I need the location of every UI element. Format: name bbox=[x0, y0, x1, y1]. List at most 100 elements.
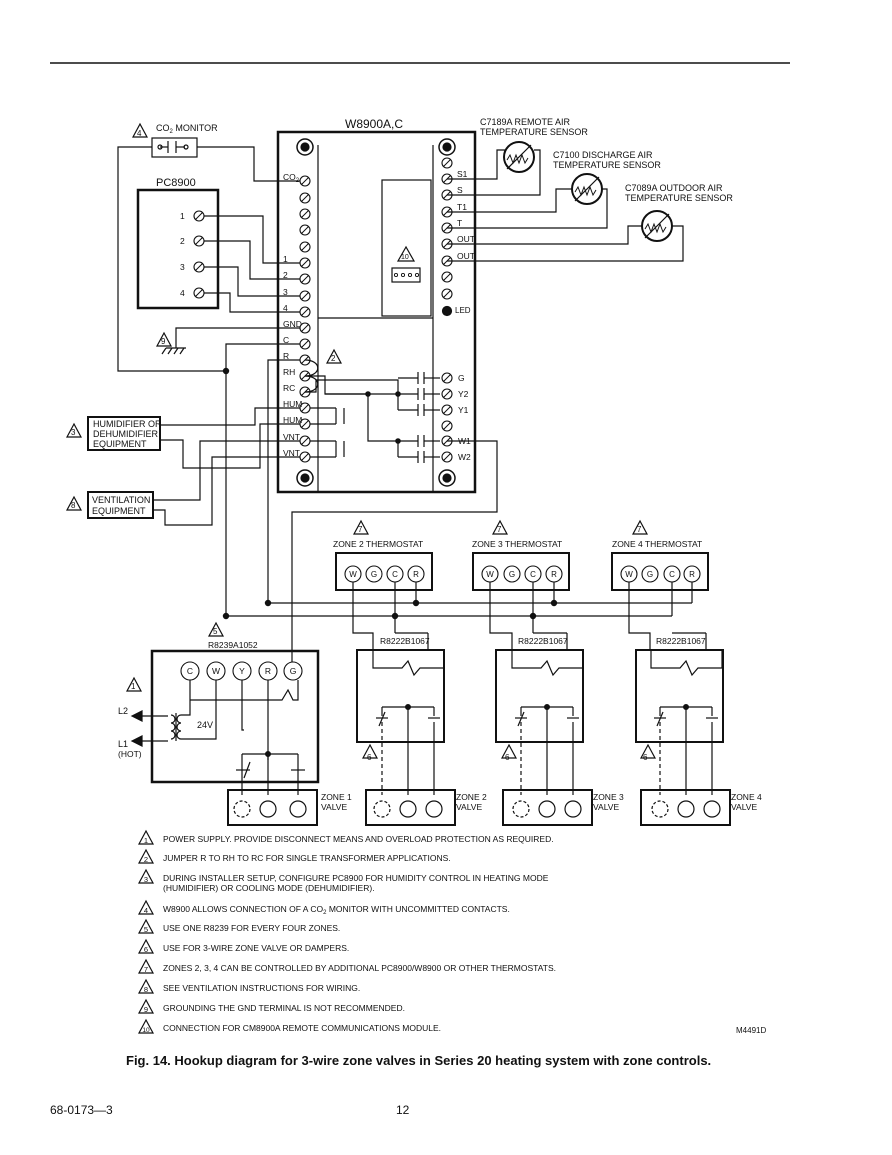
note-text: CONNECTION FOR CM8900A REMOTE COMMUNICAT… bbox=[163, 1023, 441, 1033]
terminal-label: C bbox=[283, 335, 289, 345]
zone-2-line2: VALVE bbox=[456, 802, 482, 812]
note-marker bbox=[137, 978, 155, 994]
left-terminal-screw bbox=[299, 273, 311, 285]
transformer-voltage: 24V bbox=[197, 720, 213, 730]
terminal-label-right: OUT bbox=[457, 251, 475, 261]
relay-1-label: R8222B1067 bbox=[380, 636, 430, 646]
figure-code: M4491D bbox=[736, 1026, 766, 1035]
zone-3-note-num: 7 bbox=[497, 525, 502, 534]
zone-relay bbox=[356, 649, 445, 795]
thermostat-terminal-label: R bbox=[413, 570, 419, 579]
thermostat-terminal-label: C bbox=[669, 570, 675, 579]
pc8900-box bbox=[136, 188, 220, 310]
ventilation-box bbox=[65, 491, 154, 519]
zone-3-line1: ZONE 3 bbox=[593, 792, 624, 802]
note-number: 2 bbox=[144, 855, 148, 864]
note-text: JUMPER R TO RH TO RC FOR SINGLE TRANSFOR… bbox=[163, 853, 451, 863]
note-marker bbox=[137, 1018, 155, 1034]
note-marker bbox=[137, 848, 155, 864]
note-number: 7 bbox=[144, 965, 148, 974]
r8239-terminal bbox=[283, 661, 303, 681]
zone-3-thermostat-label: ZONE 3 THERMOSTAT bbox=[472, 539, 562, 549]
thermostat-terminal bbox=[503, 565, 521, 583]
sensor-3-line2: TEMPERATURE SENSOR bbox=[625, 193, 733, 203]
note-text: GROUNDING THE GND TERMINAL IS NOT RECOMM… bbox=[163, 1003, 405, 1013]
left-terminal-screw bbox=[299, 306, 311, 318]
terminal-label-right: Y2 bbox=[458, 389, 469, 399]
left-terminal-screw bbox=[299, 208, 311, 220]
left-terminal-screw bbox=[299, 290, 311, 302]
pc8900-terminal-label: 4 bbox=[180, 288, 185, 298]
controller-title: W8900A,C bbox=[345, 117, 403, 131]
sensor-1-line1: C7189A REMOTE AIR bbox=[480, 117, 571, 127]
ground-symbol bbox=[155, 327, 300, 355]
note-number: 5 bbox=[144, 925, 148, 934]
note-text: POWER SUPPLY. PROVIDE DISCONNECT MEANS A… bbox=[163, 834, 554, 844]
left-terminal-screw bbox=[299, 257, 311, 269]
terminal-label: RH bbox=[283, 367, 295, 377]
pc8900-terminal-screw bbox=[193, 287, 205, 299]
note-text: SEE VENTILATION INSTRUCTIONS FOR WIRING. bbox=[163, 983, 360, 993]
sensor-2-line2: TEMPERATURE SENSOR bbox=[553, 160, 661, 170]
thermostat-terminal-label: W bbox=[625, 570, 633, 579]
left-terminal-screw bbox=[299, 192, 311, 204]
right-terminal-screw bbox=[441, 271, 453, 283]
valve-note-num-2: 6 bbox=[505, 753, 510, 762]
zone-valve bbox=[502, 789, 593, 826]
thermostat-terminal bbox=[641, 565, 659, 583]
note-text: USE FOR 3-WIRE ZONE VALVE OR DAMPERS. bbox=[163, 943, 349, 953]
terminal-label: 3 bbox=[283, 287, 288, 297]
note-marker bbox=[137, 938, 155, 954]
note-markers bbox=[137, 829, 155, 1034]
r8239-note-num: 5 bbox=[213, 627, 218, 636]
note-number: 1 bbox=[144, 836, 148, 845]
l1-label: L1 bbox=[118, 739, 128, 749]
sensor-1-line2: TEMPERATURE SENSOR bbox=[480, 127, 588, 137]
thermostat-terminal-label: G bbox=[371, 570, 377, 579]
ventilation-line2: EQUIPMENT bbox=[92, 506, 146, 516]
right-terminal-screw bbox=[441, 451, 453, 463]
left-terminal-screw bbox=[299, 175, 311, 187]
note-text-continued: (HUMIDIFIER) OR COOLING MODE (DEHUMIDIFI… bbox=[163, 883, 375, 893]
w8900-controller bbox=[276, 130, 477, 494]
note-number: 10 bbox=[142, 1027, 150, 1034]
right-terminal-screw bbox=[441, 388, 453, 400]
sensor-2-line1: C7100 DISCHARGE AIR bbox=[553, 150, 653, 160]
zone-3-line2: VALVE bbox=[593, 802, 619, 812]
left-terminal-screw bbox=[299, 435, 311, 447]
right-terminal-screw bbox=[441, 157, 453, 169]
humidifier-note-num: 3 bbox=[71, 428, 76, 437]
hot-label: (HOT) bbox=[118, 749, 142, 759]
terminal-label: 4 bbox=[283, 303, 288, 313]
pc8900-terminal-label: 1 bbox=[180, 211, 185, 221]
sensor-3-line1: C7089A OUTDOOR AIR bbox=[625, 183, 723, 193]
humidifier-box bbox=[65, 416, 161, 451]
pc8900-terminal-screw bbox=[193, 261, 205, 273]
note-number: 8 bbox=[144, 985, 148, 994]
note-text: W8900 ALLOWS CONNECTION OF A CO2 MONITOR… bbox=[163, 904, 510, 916]
valve-note-num-3: 6 bbox=[643, 753, 648, 762]
terminal-label-co2: CO2 bbox=[283, 172, 300, 184]
pc8900-title: PC8900 bbox=[156, 177, 196, 189]
thermostat-terminal-label: W bbox=[349, 570, 357, 579]
left-terminal-screw bbox=[299, 451, 311, 463]
thermostat-terminal-label: G bbox=[509, 570, 515, 579]
r8239-label: R8239A1052 bbox=[208, 640, 258, 650]
right-terminal-screw bbox=[441, 372, 453, 384]
r8239-terminal-label: Y bbox=[239, 666, 245, 676]
r8239-terminal-label: G bbox=[290, 666, 297, 676]
doc-number: 68-0173—3 bbox=[50, 1103, 113, 1117]
terminal-label: VNT bbox=[283, 448, 300, 458]
relays bbox=[356, 649, 724, 795]
terminal-label-right: G bbox=[458, 373, 465, 383]
note-text: ZONES 2, 3, 4 CAN BE CONTROLLED BY ADDIT… bbox=[163, 963, 556, 973]
note-number: 6 bbox=[144, 945, 148, 954]
note-marker bbox=[137, 998, 155, 1014]
power-note-num: 1 bbox=[131, 682, 136, 691]
terminal-label-right: W1 bbox=[458, 436, 471, 446]
terminal-label-right: OUT bbox=[457, 234, 475, 244]
terminal-label-right: T bbox=[457, 218, 462, 228]
note-marker bbox=[137, 958, 155, 974]
r8239-terminal-label: R bbox=[265, 666, 271, 676]
